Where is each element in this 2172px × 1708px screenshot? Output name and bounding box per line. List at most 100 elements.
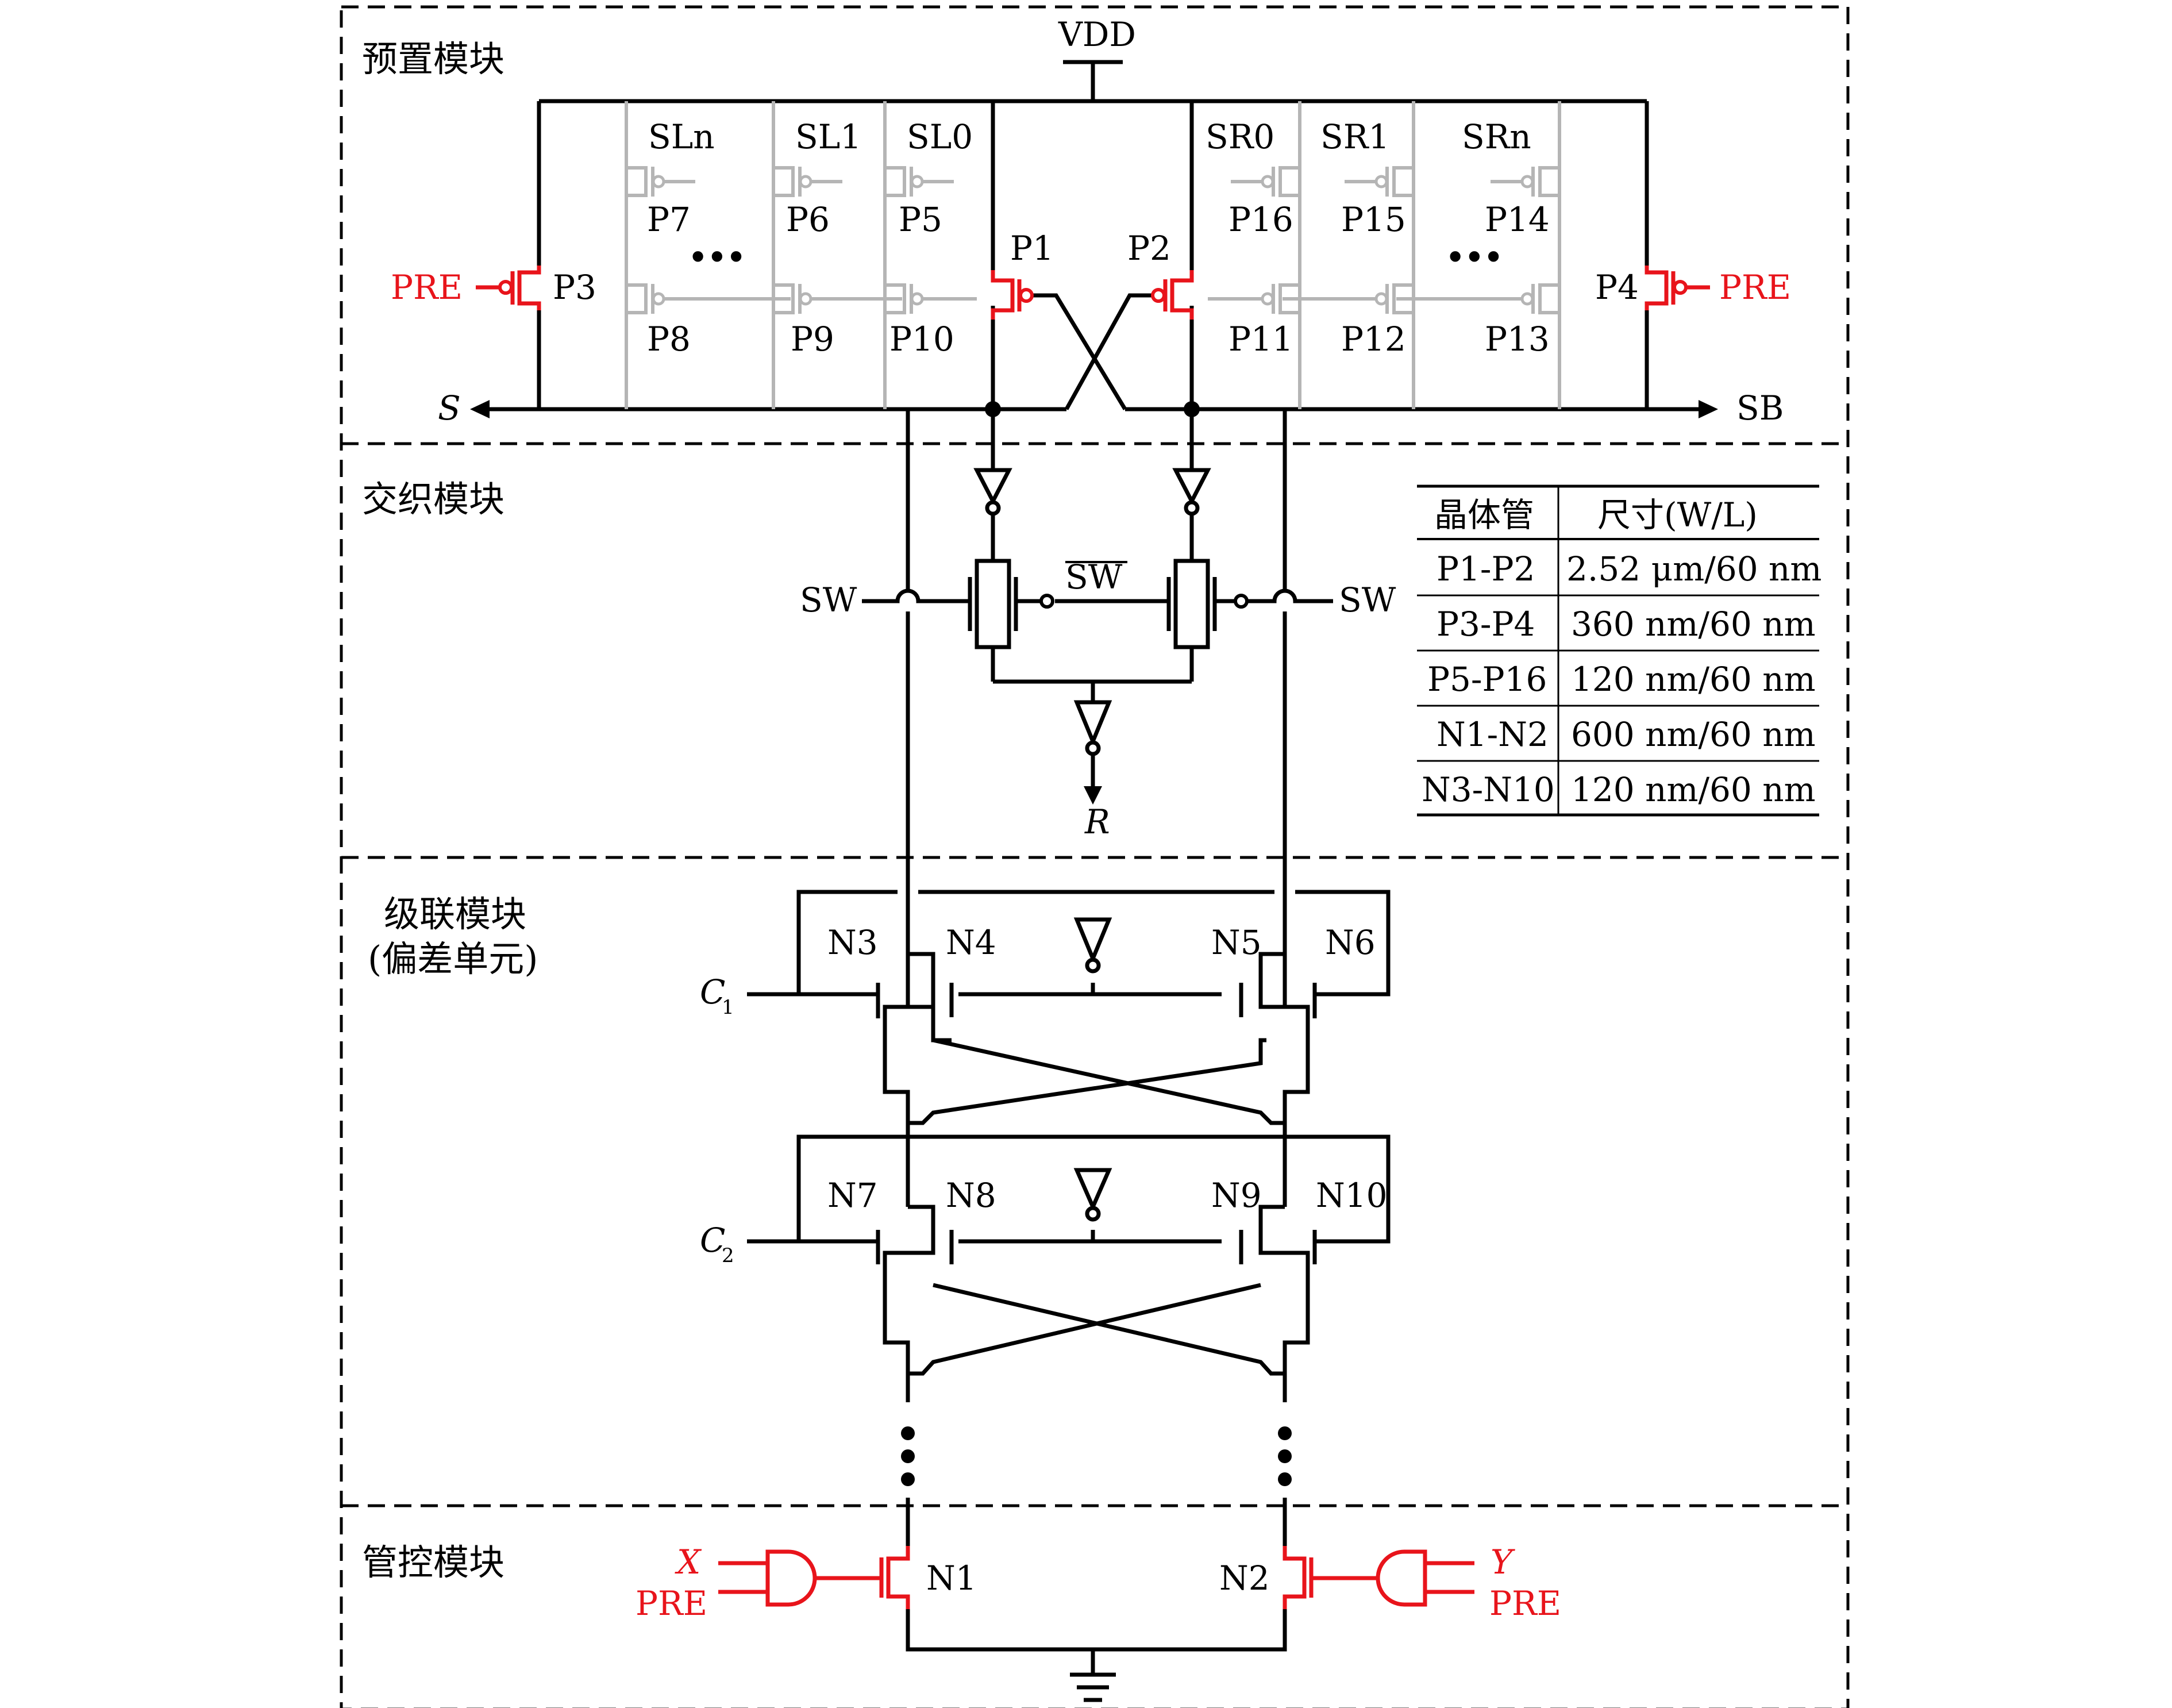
- label-p1: P1: [1010, 229, 1054, 268]
- n2-transistor: [1283, 1546, 1377, 1609]
- p1-transistor: [991, 270, 1022, 320]
- pre-label-right: PRE: [1719, 268, 1791, 307]
- table-cell-3-0: N1-N2: [1437, 715, 1549, 754]
- select-right-label-2: SRn: [1462, 117, 1531, 156]
- r-arrow: [1084, 786, 1102, 805]
- c1-subscript: 1: [722, 996, 734, 1019]
- n1-transistor: [816, 1546, 910, 1609]
- section-title-cascade-sub: (偏差单元): [368, 938, 538, 980]
- vdd-supply: [1063, 60, 1123, 101]
- vdd-label: VDD: [1058, 15, 1136, 54]
- inverter-stage-1: [1073, 917, 1112, 974]
- bubble-p6: [799, 175, 812, 189]
- c2-label: C: [700, 1221, 725, 1260]
- label-p14: P14: [1485, 200, 1550, 239]
- ellipsis-left: •••: [688, 240, 746, 275]
- sw-label-right: SW: [1339, 580, 1396, 620]
- inverter-r: [1073, 700, 1112, 756]
- label-n4: N4: [946, 923, 996, 962]
- label-p3: P3: [553, 268, 596, 307]
- label-p9: P9: [791, 320, 834, 359]
- y-label: Y: [1491, 1542, 1515, 1582]
- label-p7: P7: [647, 200, 691, 239]
- bubble-p14: [1520, 175, 1534, 189]
- select-right-transistors: [1208, 101, 1561, 409]
- section-title-interleave: 交织模块: [362, 478, 505, 520]
- label-p15: P15: [1341, 200, 1406, 239]
- label-p11: P11: [1229, 320, 1293, 359]
- cascade-stage-1: [747, 879, 1391, 1137]
- r-label: R: [1084, 802, 1110, 841]
- table-cell-0-0: P1-P2: [1437, 549, 1535, 588]
- c2-subscript: 2: [722, 1244, 734, 1267]
- bubble-p9: [799, 292, 812, 306]
- label-n9: N9: [1211, 1176, 1262, 1215]
- label-p2: P2: [1127, 229, 1171, 268]
- c1-label: C: [700, 972, 725, 1011]
- pre-label-x: PRE: [636, 1584, 707, 1623]
- s-label: S: [438, 388, 461, 428]
- label-p12: P12: [1341, 320, 1406, 359]
- table-cell-4-0: N3-N10: [1422, 770, 1555, 809]
- bubble-p1: [1019, 288, 1034, 303]
- inverter-s: [973, 468, 1012, 516]
- bubble-tg-right: [1234, 594, 1249, 609]
- module-frame: [340, 5, 1850, 1708]
- label-p16: P16: [1229, 200, 1293, 239]
- bubble-p2: [1151, 288, 1166, 303]
- table-cell-3-1: 600 nm/60 nm: [1571, 715, 1816, 754]
- table-cell-2-1: 120 nm/60 nm: [1571, 660, 1816, 699]
- bubble-p7: [652, 175, 665, 189]
- select-right-label-0: SR0: [1206, 117, 1274, 156]
- section-title-preset: 预置模块: [362, 38, 505, 80]
- select-left-label-1: SL1: [795, 117, 861, 156]
- table-header-transistor: 晶体管: [1434, 495, 1534, 534]
- section-title-control: 管控模块: [362, 1541, 505, 1583]
- table-cell-1-0: P3-P4: [1437, 605, 1535, 644]
- and-gate-y: [1376, 1549, 1474, 1607]
- sw-bar-label: SW: [1065, 557, 1123, 597]
- pre-label-y: PRE: [1489, 1584, 1561, 1623]
- bubble-p13: [1520, 292, 1534, 306]
- label-n8: N8: [946, 1176, 996, 1215]
- bubble-p16: [1261, 175, 1274, 189]
- cascade-stage-2: [747, 1134, 1391, 1402]
- bubble-p5: [910, 175, 924, 189]
- label-p6: P6: [786, 200, 830, 239]
- bubble-p3: [498, 280, 513, 295]
- table-cell-1-1: 360 nm/60 nm: [1571, 605, 1816, 644]
- x-label: X: [675, 1542, 702, 1582]
- bubble-p4: [1673, 280, 1688, 295]
- control-wires: [906, 1498, 1287, 1702]
- label-n1: N1: [926, 1559, 977, 1598]
- bubble-p15: [1374, 175, 1388, 189]
- table-header-size: 尺寸(W/L): [1597, 495, 1758, 534]
- bubble-p8: [652, 292, 665, 306]
- select-left-label-2: SL0: [907, 117, 973, 156]
- inverter-sb: [1172, 468, 1211, 516]
- label-n5: N5: [1211, 923, 1262, 962]
- inverter-stage-2: [1073, 1168, 1112, 1222]
- bubble-tg-left: [1039, 594, 1054, 609]
- interleave-wires: [862, 409, 1333, 879]
- and-gate-x: [718, 1549, 817, 1607]
- section-title-cascade: 级联模块: [384, 893, 526, 935]
- label-n7: N7: [827, 1176, 878, 1215]
- table-cell-2-0: P5-P16: [1427, 660, 1547, 699]
- size-table: [1417, 484, 1819, 817]
- bubble-p12: [1374, 292, 1388, 306]
- label-p10: P10: [889, 320, 954, 359]
- sb-arrow: [1699, 400, 1718, 418]
- label-p8: P8: [647, 320, 691, 359]
- sw-label-left: SW: [800, 580, 857, 620]
- bubble-p11: [1261, 292, 1274, 306]
- ellipsis-right: •••: [1446, 240, 1503, 275]
- select-right-label-1: SR1: [1320, 117, 1389, 156]
- s-arrow: [470, 400, 490, 418]
- bubble-p10: [910, 292, 924, 306]
- vertical-ellipsis: [901, 1426, 1292, 1486]
- label-n10: N10: [1316, 1176, 1388, 1215]
- label-p5: P5: [899, 200, 942, 239]
- label-n3: N3: [827, 923, 878, 962]
